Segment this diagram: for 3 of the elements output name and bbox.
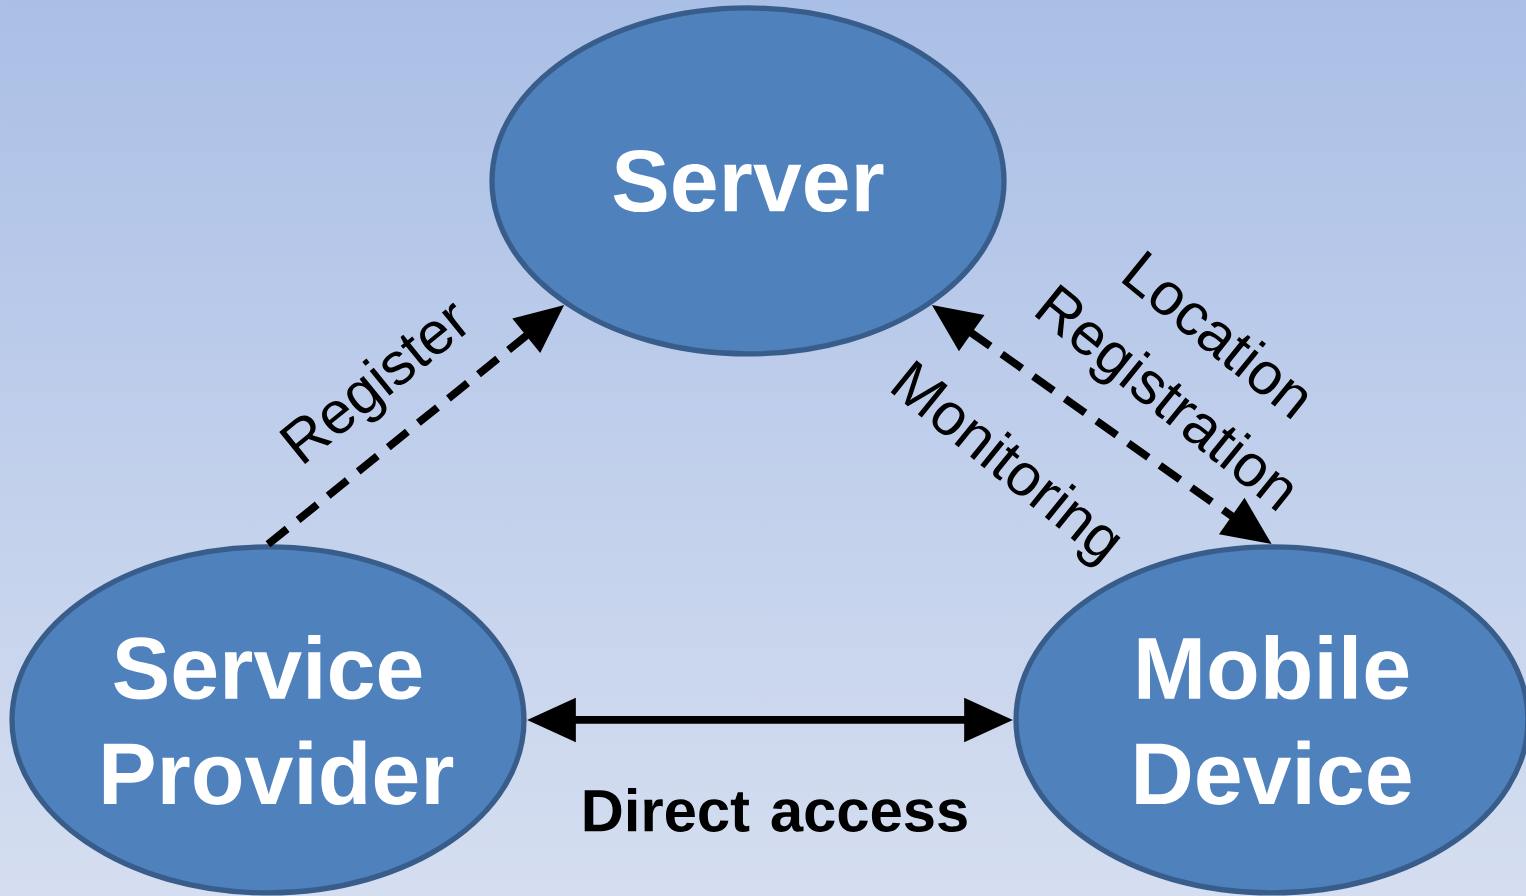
ellipse-node: Server: [489, 5, 1007, 357]
ellipse-node: Service Provider: [9, 544, 527, 896]
edge-label: Direct access: [584, 788, 967, 832]
